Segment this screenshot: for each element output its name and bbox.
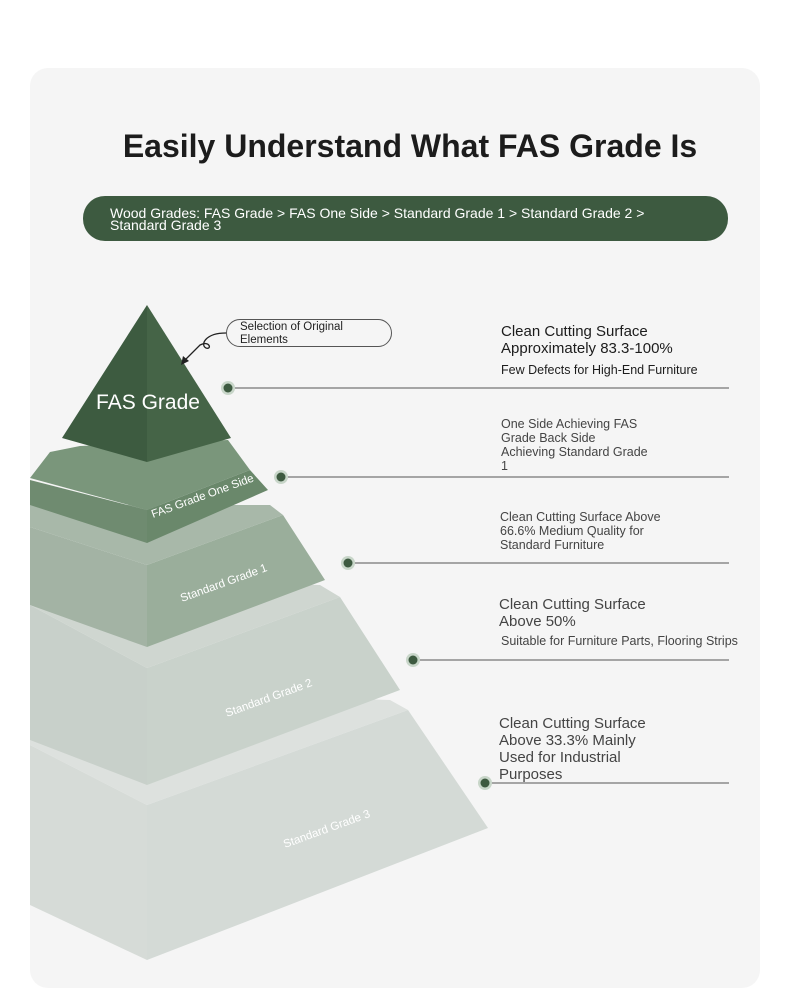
- desc-heading: Clean Cutting Surface Approximately 83.3…: [501, 323, 673, 357]
- desc-grade-1: Clean Cutting Surface Above 66.6% Medium…: [500, 510, 661, 552]
- tier-fas-one-side: FAS Grade One Side: [30, 440, 268, 543]
- desc-fas: Clean Cutting Surface Approximately 83.3…: [501, 323, 701, 377]
- pyramid-diagram: Standard Grade 3 Standard Grade 2 Standa…: [30, 305, 729, 960]
- desc-sub: Few Defects for High-End Furniture: [501, 363, 698, 377]
- page-title: Easily Understand What FAS Grade Is: [122, 128, 698, 164]
- desc-sub: Suitable for Furniture Parts, Flooring S…: [501, 634, 738, 648]
- tier-fas-grade: FAS Grade: [62, 305, 231, 462]
- connector-lines: [228, 387, 729, 784]
- desc-grade-3: Clean Cutting Surface Above 33.3% Mainly…: [499, 715, 646, 783]
- tier-label: FAS Grade: [96, 391, 200, 414]
- desc-heading: Clean Cutting Surface Above 50%: [499, 596, 646, 630]
- callout-arrow-icon: [182, 332, 227, 363]
- desc-one-side: One Side Achieving FAS Grade Back Side A…: [501, 417, 648, 473]
- grades-banner: Wood Grades: FAS Grade > FAS One Side > …: [83, 196, 728, 241]
- connector-dots: [221, 381, 492, 790]
- desc-grade-2: Clean Cutting Surface Above 50% Suitable…: [499, 596, 759, 648]
- callout-label: Selection of Original Elements: [226, 319, 392, 347]
